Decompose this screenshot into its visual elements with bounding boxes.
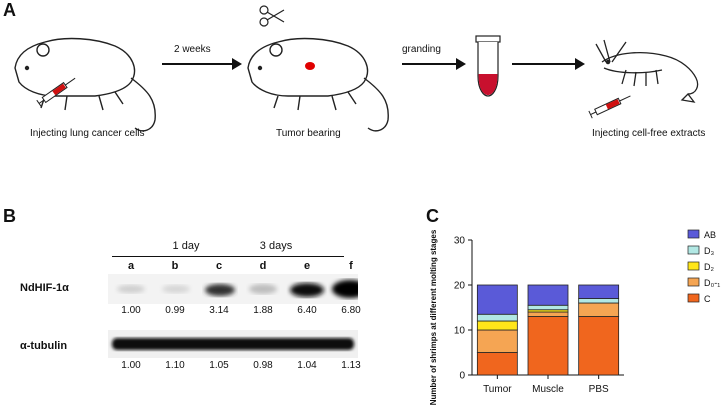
mouse-icon [14,37,156,132]
bar-segment [527,311,569,317]
legend-label: D₀-₁ [704,278,720,288]
bar-segment [476,320,518,331]
arrow1-label: 2 weeks [174,44,211,55]
arrow-icon [162,58,242,70]
shrimp-icon [595,39,699,103]
tube-icon [475,35,501,97]
blot-hif [108,274,358,304]
scissors-icon [259,5,285,27]
legend-label: AB [704,230,716,240]
tumor-mouse-icon [247,37,389,132]
tubulin-value: 1.05 [209,360,229,371]
lane-a: a [127,260,135,272]
legend-label: D₂ [704,262,714,272]
bar-segment [476,329,518,353]
lane-b: b [171,260,179,272]
bar-segment [527,316,569,376]
tubulin-value: 1.00 [121,360,141,371]
legend-label: C [704,294,711,304]
arrow2-label: granding [402,44,441,55]
caption-left: Injecting lung cancer cells [30,128,145,139]
arrow-icon [402,58,466,70]
legend-swatch [687,261,700,271]
hif-value: 3.14 [209,305,229,316]
stacked-bar-chart: 0 10 20 30 Number of shrimps at different mo… [429,229,720,405]
category-label: PBS [589,384,609,395]
bar-segment [476,284,518,315]
y-tick-label: 10 [454,326,466,337]
lane-d: d [259,260,267,272]
tubulin-value: 0.98 [253,360,273,371]
y-axis-label: Number of shrimps at different molting s… [429,229,438,405]
panel-a-label: A [3,0,16,20]
group-1day-line [112,256,254,257]
bar-segment [527,284,569,306]
bar-segment [578,302,620,317]
legend-label: D₃ [704,246,714,256]
hif-value: 6.40 [297,305,317,316]
hif-value: 1.88 [253,305,273,316]
lane-f: f [349,260,353,272]
syringe-icon [588,95,631,119]
lane-c: c [215,260,223,272]
lane-e: e [303,260,311,272]
hif-value: 0.99 [165,305,185,316]
row2-label: α-tubulin [20,340,68,352]
bar-segment [578,298,620,304]
hif-value: 6.80 [341,305,361,316]
y-tick-label: 30 [454,236,466,247]
tubulin-value: 1.04 [297,360,317,371]
blot-tubulin [108,330,358,358]
caption-mid: Tumor bearing [276,128,341,139]
bar-segment [527,304,569,311]
panel-a-illustration [14,5,699,132]
bar-segment [578,284,620,299]
hif-value: 1.00 [121,305,141,316]
row1-label: NdHIF-1α [20,282,69,294]
legend-swatch [687,277,700,287]
caption-right: Injecting cell-free extracts [592,128,706,139]
tubulin-value: 1.13 [341,360,361,371]
panel-b-label: B [3,206,16,226]
category-label: Tumor [483,384,512,395]
group-3days-line [204,256,344,257]
arrow-icon [512,58,585,70]
panel-c-label: C [426,206,439,226]
legend-swatch [687,229,700,239]
tubulin-value: 1.10 [165,360,185,371]
bar-segment [578,316,620,376]
bar-segment [476,313,518,322]
category-label: Muscle [532,384,564,395]
y-tick-label: 0 [459,371,465,382]
syringe-icon [36,77,76,108]
legend-swatch [687,293,700,303]
y-tick-label: 20 [454,281,466,292]
group-1day: 1 day [172,240,200,252]
bar-segment [476,352,518,376]
legend-swatch [687,245,700,255]
group-3days: 3 days [259,240,293,252]
